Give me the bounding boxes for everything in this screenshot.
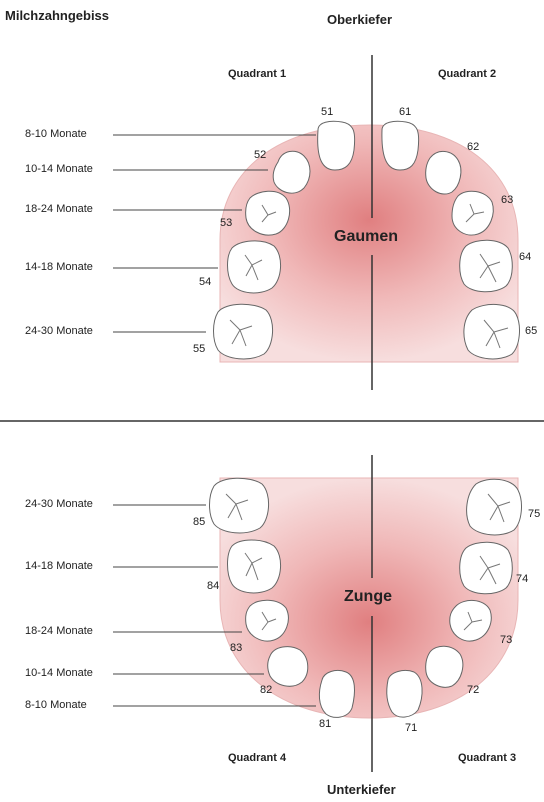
palate-label: Gaumen bbox=[334, 228, 398, 246]
tooth-number: 62 bbox=[467, 141, 479, 153]
tooth-55 bbox=[214, 304, 273, 359]
tooth-61 bbox=[382, 121, 419, 170]
lower-jaw-label: Unterkiefer bbox=[327, 782, 396, 797]
lower-age-label: 10-14 Monate bbox=[25, 667, 93, 679]
upper-jaw-label: Oberkiefer bbox=[327, 12, 392, 27]
tooth-84 bbox=[228, 540, 281, 593]
lower-age-label: 24-30 Monate bbox=[25, 498, 93, 510]
tooth-number: 54 bbox=[199, 276, 211, 288]
tooth-number: 51 bbox=[321, 106, 333, 118]
tooth-72 bbox=[426, 646, 463, 687]
tooth-71 bbox=[387, 670, 422, 717]
tooth-number: 52 bbox=[254, 149, 266, 161]
upper-age-label: 10-14 Monate bbox=[25, 163, 93, 175]
tooth-number: 65 bbox=[525, 325, 537, 337]
lower-age-label: 14-18 Monate bbox=[25, 560, 93, 572]
tooth-number: 75 bbox=[528, 508, 540, 520]
tooth-number: 71 bbox=[405, 722, 417, 734]
quadrant-1-label: Quadrant 1 bbox=[228, 68, 286, 80]
quadrant-3-label: Quadrant 3 bbox=[458, 752, 516, 764]
tongue-label: Zunge bbox=[344, 588, 392, 606]
quadrant-4-label: Quadrant 4 bbox=[228, 752, 286, 764]
tooth-51 bbox=[318, 121, 355, 170]
lower-age-label: 18-24 Monate bbox=[25, 625, 93, 637]
tooth-number: 73 bbox=[500, 634, 512, 646]
tooth-75 bbox=[467, 479, 522, 535]
tooth-number: 64 bbox=[519, 251, 531, 263]
upper-age-label: 24-30 Monate bbox=[25, 325, 93, 337]
tooth-54 bbox=[228, 241, 281, 293]
tooth-number: 84 bbox=[207, 580, 219, 592]
upper-age-label: 18-24 Monate bbox=[25, 203, 93, 215]
upper-age-label: 8-10 Monate bbox=[25, 128, 87, 140]
tooth-63 bbox=[452, 191, 493, 235]
tooth-number: 85 bbox=[193, 516, 205, 528]
tooth-number: 83 bbox=[230, 642, 242, 654]
tooth-number: 82 bbox=[260, 684, 272, 696]
tooth-85 bbox=[210, 478, 269, 533]
tooth-65 bbox=[464, 304, 520, 359]
tooth-74 bbox=[460, 542, 513, 594]
tooth-number: 61 bbox=[399, 106, 411, 118]
tooth-number: 81 bbox=[319, 718, 331, 730]
upper-age-label: 14-18 Monate bbox=[25, 261, 93, 273]
tooth-62 bbox=[426, 151, 461, 194]
quadrant-2-label: Quadrant 2 bbox=[438, 68, 496, 80]
tooth-number: 53 bbox=[220, 217, 232, 229]
tooth-53 bbox=[246, 191, 290, 235]
tooth-81 bbox=[319, 670, 354, 717]
diagram-title: Milchzahngebiss bbox=[5, 8, 109, 23]
tooth-83 bbox=[246, 600, 289, 641]
tooth-number: 72 bbox=[467, 684, 479, 696]
tooth-number: 55 bbox=[193, 343, 205, 355]
tooth-64 bbox=[460, 240, 513, 292]
tooth-number: 74 bbox=[516, 573, 528, 585]
tooth-number: 63 bbox=[501, 194, 513, 206]
tooth-82 bbox=[268, 647, 308, 687]
lower-age-label: 8-10 Monate bbox=[25, 699, 87, 711]
